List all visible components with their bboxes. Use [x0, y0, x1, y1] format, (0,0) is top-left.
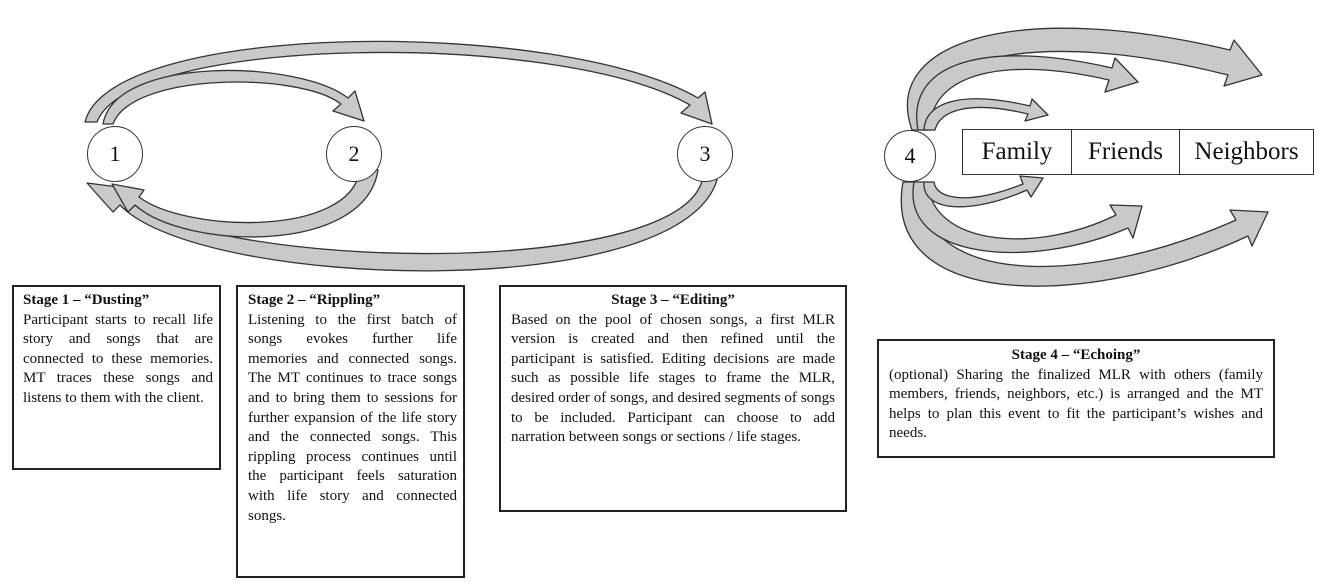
stage-node-2: 2 — [326, 126, 382, 182]
stage-2-title: Stage 2 – “Rippling” — [248, 292, 381, 308]
echo-arrow-lower-outer — [900, 181, 1269, 287]
audience-friends: Friends — [1071, 129, 1180, 175]
stage-1-text: Participant starts to recall life story … — [23, 311, 213, 406]
stage-1-box: Stage 1 – “Dusting” Participant starts t… — [12, 285, 221, 470]
stage-3-text: Based on the pool of chosen songs, a fir… — [511, 311, 835, 446]
stage-3-box: Stage 3 – “Editing” Based on the pool of… — [499, 285, 847, 512]
arrow-1-to-2 — [102, 69, 365, 125]
stage-4-box: Stage 4 – “Echoing” (optional) Sharing t… — [877, 339, 1275, 458]
arrow-1-to-3 — [84, 40, 713, 125]
echo-arrow-lower-middle — [912, 181, 1143, 254]
echo-arrow-lower-inner — [923, 175, 1044, 208]
audience-family: Family — [962, 129, 1072, 175]
stage-node-3: 3 — [677, 126, 733, 182]
stage-node-1: 1 — [87, 126, 143, 182]
stage-4-title: Stage 4 – “Echoing” — [1011, 347, 1141, 363]
echo-arrow-upper-inner — [923, 98, 1049, 131]
stage-4-text: (optional) Sharing the finalized MLR wit… — [889, 366, 1263, 442]
stage-1-title: Stage 1 – “Dusting” — [23, 292, 150, 308]
stage-2-box: Stage 2 – “Rippling” Listening to the fi… — [236, 285, 465, 578]
stage-3-title: Stage 3 – “Editing” — [611, 292, 735, 308]
stage-node-4: 4 — [884, 130, 936, 182]
stage-2-text: Listening to the first batch of songs ev… — [248, 311, 457, 524]
arrow-2-to-1 — [111, 169, 379, 238]
arrow-3-to-1 — [86, 175, 719, 272]
audience-neighbors: Neighbors — [1179, 129, 1314, 175]
echo-arrow-upper-middle — [916, 55, 1139, 131]
